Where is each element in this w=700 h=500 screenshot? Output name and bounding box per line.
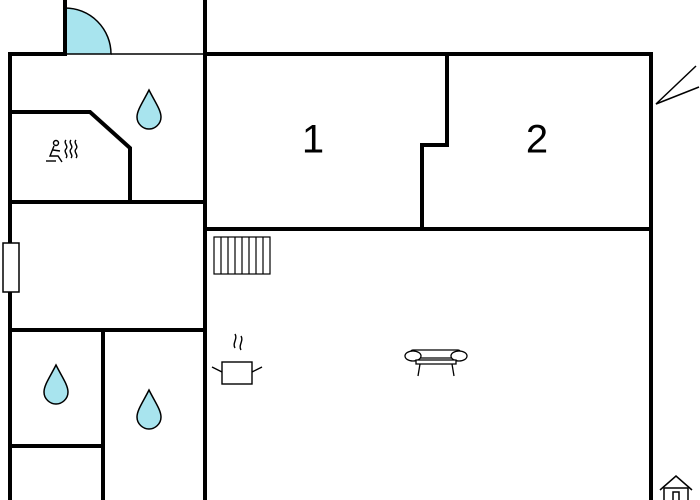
north-arrow-icon	[655, 65, 700, 105]
outer-walls	[8, 0, 653, 500]
room-label-2: 2	[526, 118, 548, 162]
room-label-1: 1	[302, 118, 324, 162]
water-drop-icon	[136, 88, 162, 130]
stairs-icon	[213, 236, 271, 275]
sauna-icon	[46, 139, 78, 163]
house-icon	[659, 475, 693, 500]
water-drop-icon	[43, 363, 69, 405]
interior-walls	[8, 52, 653, 500]
sofa-icon	[404, 349, 468, 377]
water-drop-icon	[136, 388, 162, 430]
door-swing-icon	[64, 7, 112, 55]
window	[2, 242, 20, 293]
cooking-pot-icon	[211, 333, 263, 385]
